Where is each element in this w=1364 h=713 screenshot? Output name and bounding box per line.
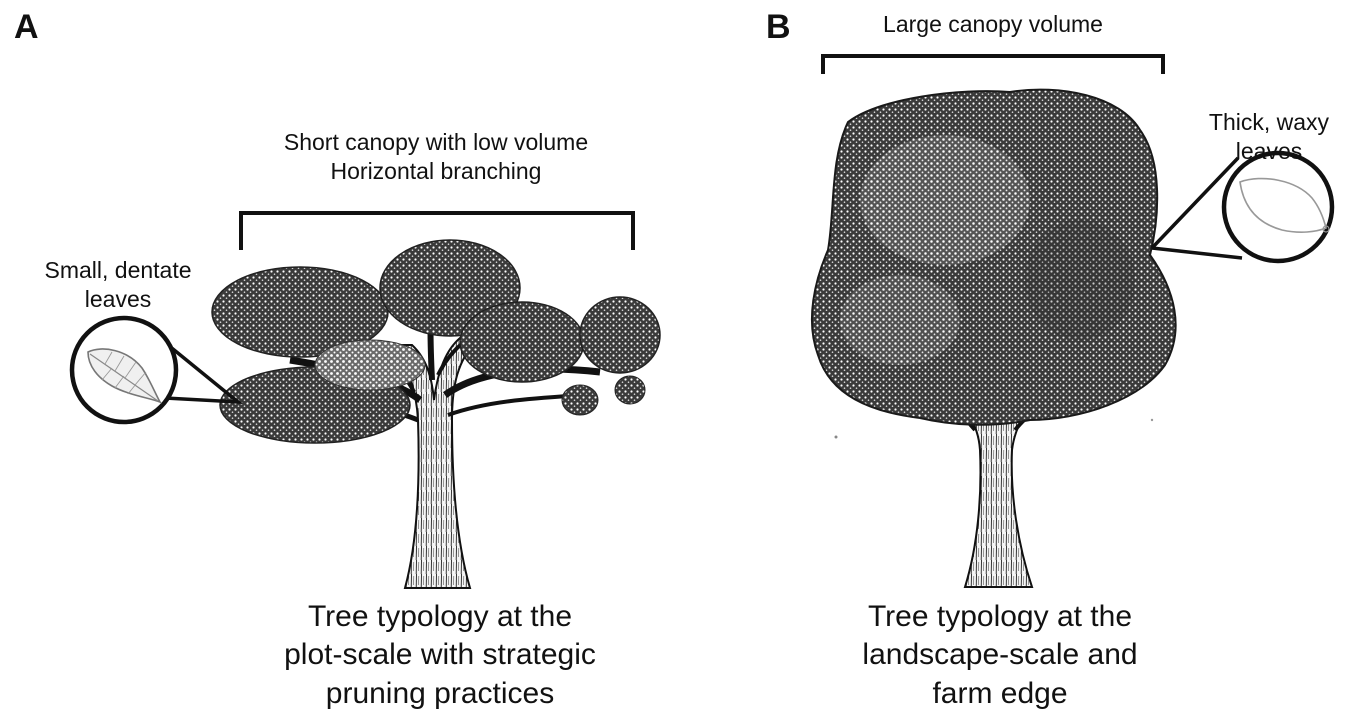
panel-a-canopy-label-line-2: Horizontal branching [236,157,636,186]
panel-a-letter: A [14,10,39,44]
panel-a-caption: Tree typology at the plot-scale with str… [220,598,660,713]
panel-b-canopy-label: Large canopy volume [810,10,1176,39]
panel-b-caption-line-3: farm edge [800,675,1200,713]
panel-a-leaf-label-line-1: Small, dentate [0,256,236,285]
panel-b-leaf-callout [1152,153,1332,261]
panel-b-leaf-label: Thick, waxy leaves [1174,108,1364,166]
panel-b-caption-line-1: Tree typology at the [800,598,1200,636]
panel-a-caption-line-2: plot-scale with strategic [220,636,660,674]
panel-b-leaf-label-line-2: leaves [1174,137,1364,166]
panel-b-canopy-label-line-1: Large canopy volume [810,10,1176,39]
panel-a-caption-line-3: pruning practices [220,675,660,713]
tree-b-canopy [812,90,1176,425]
panel-b-caption-line-2: landscape-scale and [800,636,1200,674]
panel-a-canopy-label: Short canopy with low volume Horizontal … [236,128,636,186]
panel-b-leaf-label-line-1: Thick, waxy [1174,108,1364,137]
panel-b-caption: Tree typology at the landscape-scale and… [800,598,1200,713]
panel-b-letter: B [766,10,791,44]
panel-b-canopy-bracket [823,56,1163,74]
panel-a-caption-line-1: Tree typology at the [220,598,660,636]
panel-a-leaf-callout [72,318,238,422]
panel-a-canopy-label-line-1: Short canopy with low volume [236,128,636,157]
panel-a-leaf-label-line-2: leaves [0,285,236,314]
panel-a-leaf-label: Small, dentate leaves [0,256,236,314]
